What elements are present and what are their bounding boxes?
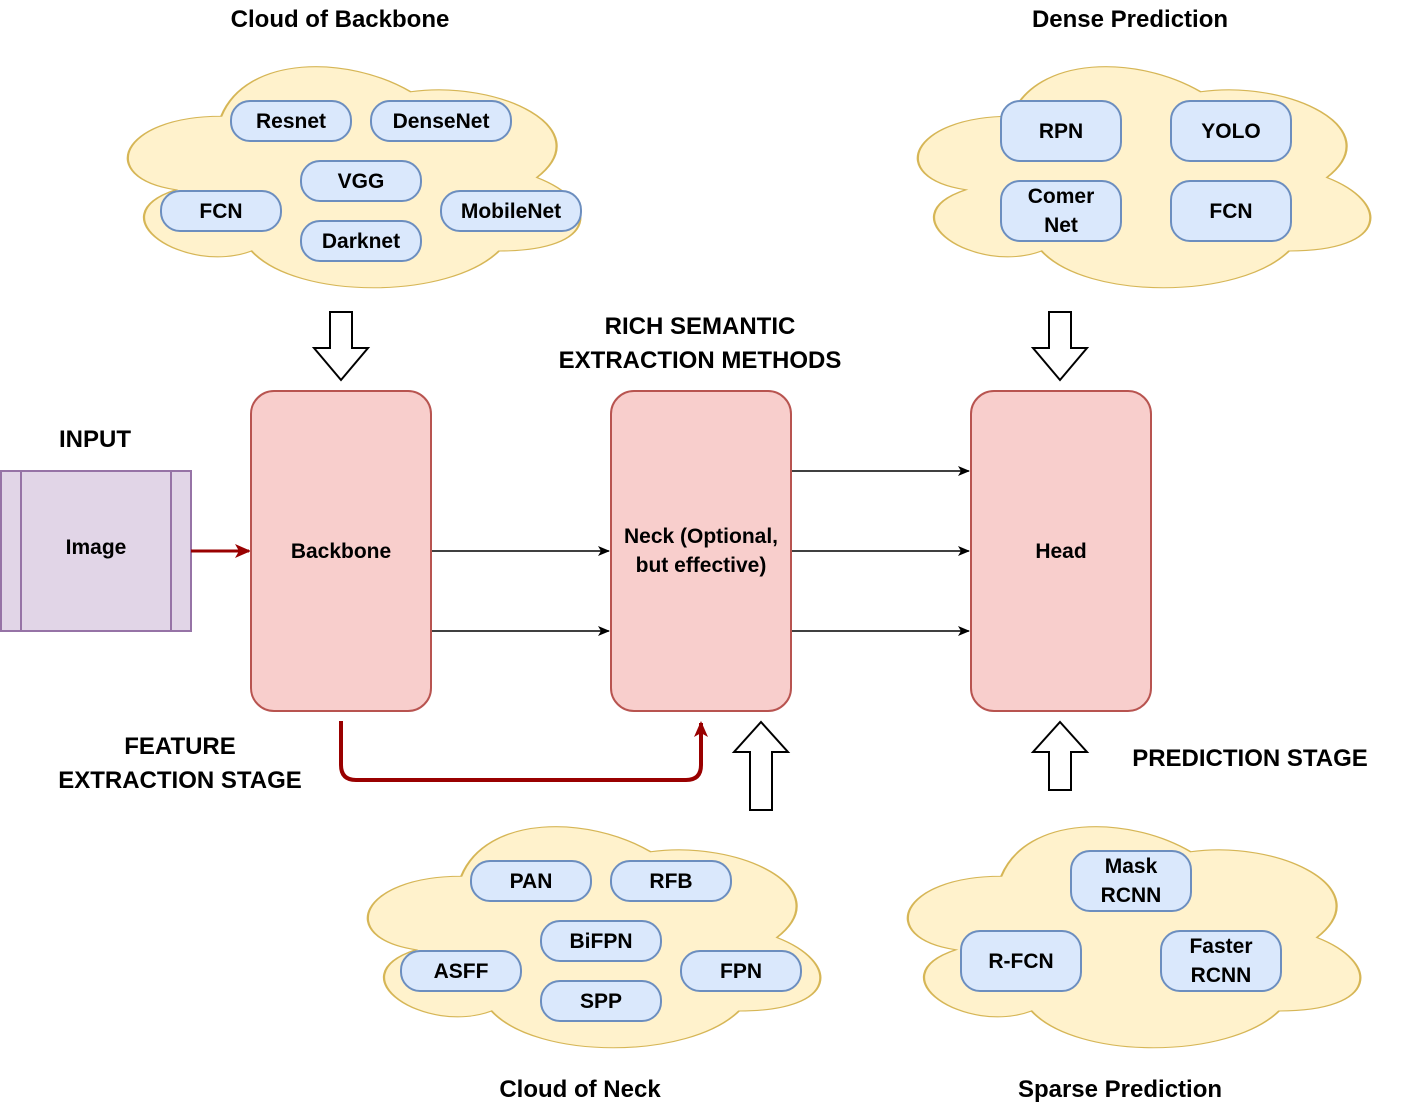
backbone-option-darknet: Darknet — [300, 220, 422, 262]
backbone-to-neck-skip-arrow — [339, 721, 708, 782]
input-title: INPUT — [59, 426, 131, 453]
backbone-option-fcn: FCN — [160, 190, 282, 232]
dense-prediction-title: Dense Prediction — [1031, 6, 1229, 33]
dense-option-cornernet: Comer Net — [1000, 180, 1122, 242]
neck-option-bifpn: BiFPN — [540, 920, 662, 962]
dense-option-fcn: FCN — [1170, 180, 1292, 242]
backbone-label: Backbone — [290, 539, 392, 563]
neck-option-rfb: RFB — [610, 860, 732, 902]
sparse-option-r-fcn: R-FCN — [960, 930, 1082, 992]
feature-stage-title: FEATURE EXTRACTION STAGE — [58, 733, 302, 794]
cloud-neck-title: Cloud of Neck — [499, 1076, 661, 1103]
prediction-stage-title: PREDICTION STAGE — [1132, 745, 1368, 772]
sparse-option-faster-rcnn: Faster RCNN — [1160, 930, 1282, 992]
backbone-option-densenet: DenseNet — [370, 100, 512, 142]
neck-block: Neck (Optional, but effective) — [610, 390, 792, 712]
cloud-backbone-down-arrow — [311, 311, 371, 382]
neck-option-fpn: FPN — [680, 950, 802, 992]
cloud-backbone-title: Cloud of Backbone — [230, 6, 450, 33]
neck-option-spp: SPP — [540, 980, 662, 1022]
backbone-option-vgg: VGG — [300, 160, 422, 202]
dense-option-rpn: RPN — [1000, 100, 1122, 162]
neck-option-asff: ASFF — [400, 950, 522, 992]
head-block: Head — [970, 390, 1152, 712]
backbone-option-resnet: Resnet — [230, 100, 352, 142]
neck-option-pan: PAN — [470, 860, 592, 902]
backbone-block: Backbone — [250, 390, 432, 712]
input-image-block — [0, 470, 192, 632]
cloud-dense-shape — [918, 67, 1371, 288]
cloud-neck-up-arrow — [731, 720, 791, 811]
input-image-label: Image — [65, 536, 127, 559]
cloud-dense-down-arrow — [1030, 311, 1090, 382]
cloud-sparse-up-arrow — [1030, 720, 1090, 791]
rich-semantic-title: RICH SEMANTIC EXTRACTION METHODS — [558, 313, 842, 374]
backbone-option-mobilenet: MobileNet — [440, 190, 582, 232]
neck-label: Neck (Optional, but effective) — [623, 525, 779, 577]
head-label: Head — [1035, 539, 1087, 563]
sparse-option-mask-rcnn: Mask RCNN — [1070, 850, 1192, 912]
dense-option-yolo: YOLO — [1170, 100, 1292, 162]
sparse-prediction-title: Sparse Prediction — [1017, 1076, 1223, 1103]
